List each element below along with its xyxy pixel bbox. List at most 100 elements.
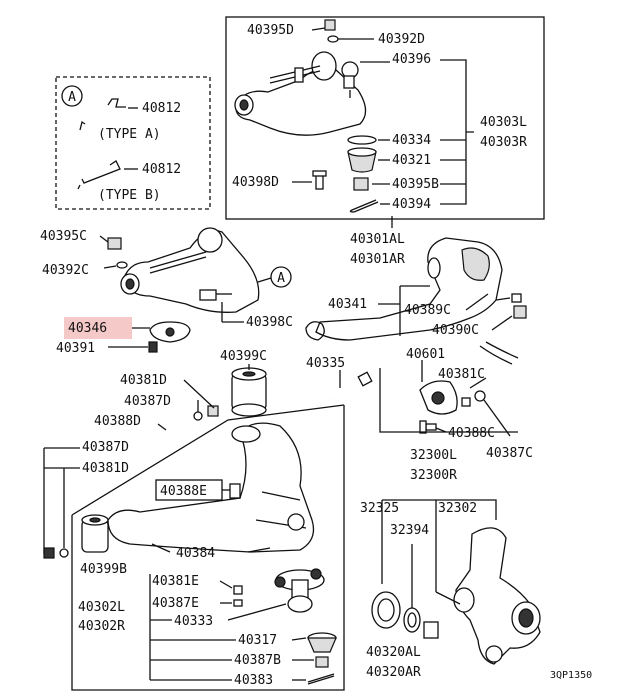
lbl-40302R: 40302R — [78, 619, 125, 634]
lbl-40381E: 40381E — [152, 574, 199, 589]
lbl-40381D-b: 40381D — [82, 461, 129, 476]
seal-32325-icon — [371, 591, 401, 629]
washer-40389c-icon — [511, 293, 522, 303]
lbl-40383: 40383 — [234, 673, 273, 688]
lbl-40387B: 40387B — [234, 653, 281, 668]
lbl-40333: 40333 — [174, 614, 213, 629]
washer-40387e-icon — [233, 599, 243, 607]
nut-40381d-b-icon — [43, 547, 55, 559]
bolt-40388c-icon — [419, 420, 437, 434]
lbl-40387D-a: 40387D — [124, 394, 171, 409]
lbl-40384: 40384 — [176, 546, 215, 561]
callout-a-label: A — [277, 271, 285, 286]
bolt-40388e-icon — [229, 483, 241, 499]
lbl-40302L: 40302L — [78, 600, 125, 615]
lbl-40392D: 40392D — [378, 32, 425, 47]
clip-type-a-icon — [79, 98, 126, 131]
lbl-40389C: 40389C — [404, 303, 451, 318]
bolt-40388d-icon — [159, 427, 193, 439]
lbl-32300R: 32300R — [410, 468, 457, 483]
footer-code: 3QP1350 — [550, 670, 592, 681]
clip-type-b-icon — [77, 160, 121, 190]
lbl-40335: 40335 — [306, 356, 345, 371]
bolt-40391-icon — [148, 341, 158, 353]
lbl-32302: 32302 — [438, 501, 477, 516]
nut-40395b-icon — [353, 177, 369, 191]
nut-40381e-icon — [233, 585, 243, 595]
lbl-40399B: 40399B — [80, 562, 127, 577]
nut-40387b-icon — [315, 656, 329, 668]
lbl-40346: 40346 — [68, 321, 107, 336]
bracket-40601-icon — [419, 380, 458, 415]
lbl-40320AR: 40320AR — [366, 665, 421, 680]
cotter-pin-40383-icon — [307, 673, 335, 685]
lbl-40395D: 40395D — [247, 23, 294, 38]
lbl-40392C: 40392C — [42, 263, 89, 278]
lbl-40388C: 40388C — [448, 426, 495, 441]
boot-40321-icon — [347, 151, 377, 173]
upper-box-border — [225, 16, 545, 220]
highlight-40346 — [64, 317, 132, 339]
inset-bottom-type: (TYPE B) — [98, 188, 161, 203]
strut-bushing-icon — [305, 321, 325, 341]
washer-40381c-icon — [461, 397, 471, 407]
lbl-40301AL: 40301AL — [350, 232, 405, 247]
lbl-40398C: 40398C — [246, 315, 293, 330]
lbl-32300L: 32300L — [410, 448, 457, 463]
lbl-40390C: 40390C — [432, 323, 479, 338]
lbl-40391: 40391 — [56, 341, 95, 356]
spacer-32394-icon — [403, 607, 421, 633]
lbl-40303L: 40303L — [480, 115, 527, 130]
inset-border — [55, 76, 211, 210]
knuckle-32302-icon — [453, 527, 541, 665]
nut-40387c-icon — [474, 390, 486, 402]
nut-40390c-icon — [513, 305, 527, 319]
inset-bottom-part: 40812 — [142, 162, 181, 177]
lower-arm-drawing — [107, 422, 315, 553]
lbl-40317: 40317 — [238, 633, 277, 648]
nut-40381d-icon — [207, 405, 219, 417]
callout-a-circle — [270, 266, 292, 288]
washer-40392c-icon — [116, 261, 128, 269]
lbl-40388E: 40388E — [160, 484, 207, 499]
lbl-40381D-a: 40381D — [120, 373, 167, 388]
lbl-40387E: 40387E — [152, 596, 199, 611]
strut-bar-drawing — [315, 237, 519, 365]
inset-top-type: (TYPE A) — [98, 127, 161, 142]
lbl-40395C: 40395C — [40, 229, 87, 244]
lbl-40334: 40334 — [392, 133, 431, 148]
lbl-40395B: 40395B — [392, 177, 439, 192]
lbl-40388D: 40388D — [94, 414, 141, 429]
lbl-40396: 40396 — [392, 52, 431, 67]
bolt-40398d-icon — [312, 170, 327, 190]
ring-40334-icon — [347, 135, 377, 145]
cotter-pin-40394-icon — [349, 199, 379, 213]
upper-arm-box: 40395D 40392D 40396 40334 40321 40398D 4… — [225, 16, 545, 220]
lbl-40387C: 40387C — [486, 446, 533, 461]
lbl-40320AL: 40320AL — [366, 645, 421, 660]
bolt-40335-icon — [317, 371, 373, 407]
washer-40387d-icon — [193, 411, 203, 421]
lbl-40399C: 40399C — [220, 349, 267, 364]
nut-40395d-icon — [324, 19, 336, 31]
inset-circle-a — [61, 85, 83, 107]
clip-inset: A 40812 (TYPE A) 40812 (TYPE B) — [55, 76, 211, 210]
lbl-40303R: 40303R — [480, 135, 527, 150]
lbl-40301AR: 40301AR — [350, 252, 405, 267]
lbl-40601: 40601 — [406, 347, 445, 362]
inset-top-part: 40812 — [142, 101, 181, 116]
lbl-40381C: 40381C — [438, 367, 485, 382]
lbl-32325: 32325 — [360, 501, 399, 516]
upper-arm-assembly — [120, 227, 260, 313]
boot-40317-icon — [307, 632, 337, 653]
inset-circle-label: A — [68, 90, 76, 105]
lbl-32394: 32394 — [390, 523, 429, 538]
nut-40395c-icon — [107, 237, 122, 250]
spindle-bushing-icon — [423, 621, 439, 639]
lbl-40321: 40321 — [392, 153, 431, 168]
lbl-40387D-b: 40387D — [82, 440, 129, 455]
washer-40392d-icon — [327, 35, 339, 43]
lbl-40341: 40341 — [328, 297, 367, 312]
lbl-40398D: 40398D — [232, 175, 279, 190]
